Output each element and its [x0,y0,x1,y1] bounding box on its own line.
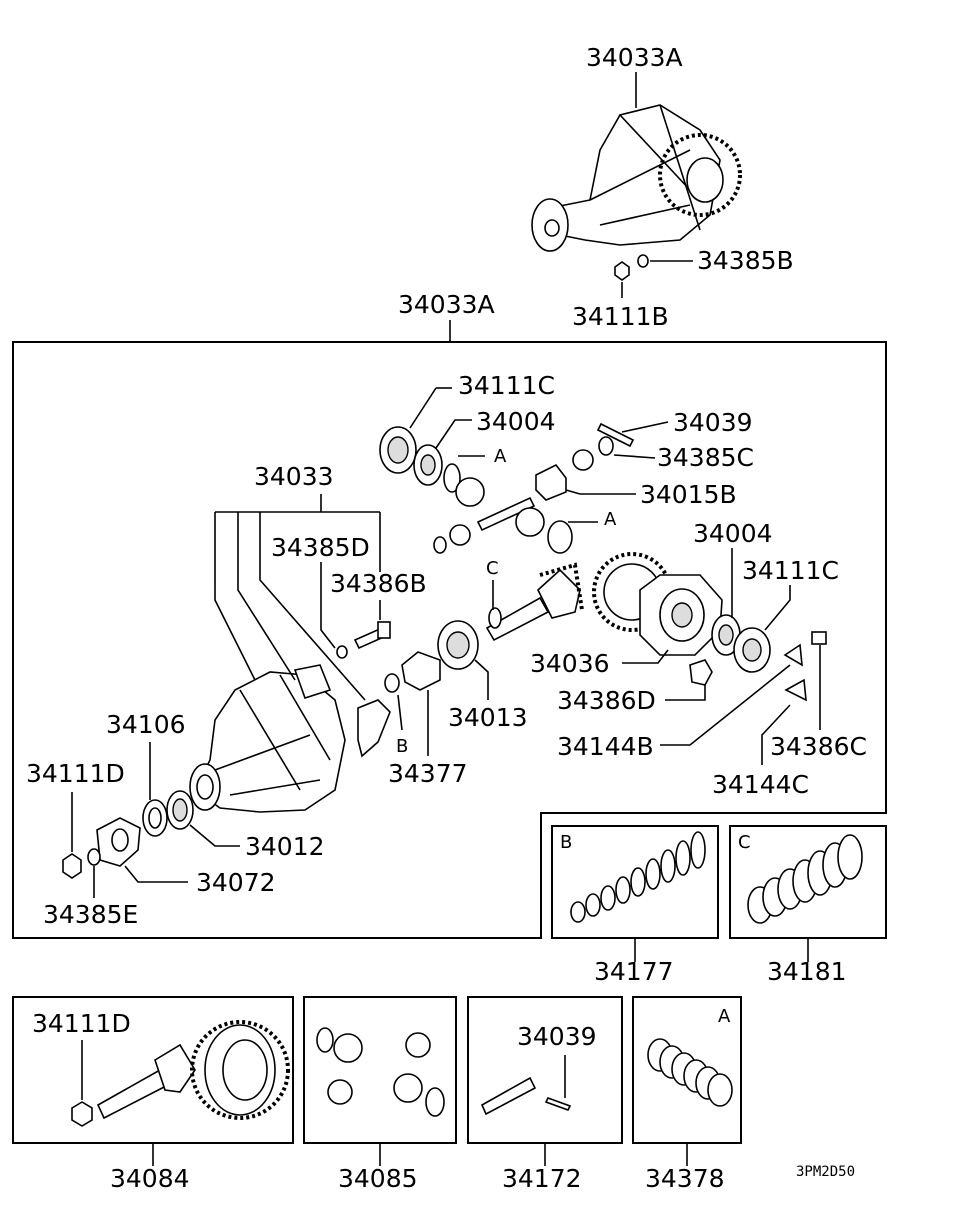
pinion-gear-upper-shape [572,449,594,471]
callout-a2: A [604,509,617,530]
label-washer-d: 34385D [271,533,370,562]
label-pin: 34039 [673,408,753,437]
label-gearset-nut: 34111D [32,1009,131,1038]
leader-washer-c [613,454,656,459]
label-block: 34015B [640,480,737,509]
leader-block [565,489,636,495]
label-bearing-012: 34012 [245,832,325,861]
diff-case-drawing [639,574,723,656]
shaft-kit-box [467,996,623,1144]
pinion-shaft-shape [476,496,536,532]
callout-box-a: A [718,1006,731,1027]
gearset-nut-shape [71,1101,93,1127]
label-seal: 34106 [106,710,186,739]
shaft-kit-shaft-shape [480,1076,537,1116]
nut-d-shape [62,853,82,879]
spacer-shape [401,651,441,691]
leader-carrier [214,494,380,701]
label-main-assembly: 34033A [398,290,495,319]
leader-race-left [435,419,472,449]
washer-d-shape [336,645,348,659]
top-assembly-drawing [531,104,742,252]
thrust-washer-shape [433,536,447,554]
pinion-gear-shape [449,524,471,546]
top-nut-shape [614,261,630,281]
label-bearing-013: 34013 [448,703,528,732]
drive-pinion-drawing [485,562,584,642]
leader-bolt-d [665,685,706,701]
leader-bearing-c-left [409,387,437,429]
label-spacer: 34377 [388,759,468,788]
bolt-b-head [377,621,391,639]
label-top-assembly: 34033A [586,43,683,72]
leader-case [622,649,669,664]
leader-bearing-013 [474,659,489,700]
leader-bearing-012 [189,824,240,847]
label-carrier: 34033 [254,462,334,491]
lock-c-shape [784,678,807,702]
label-lock-c: 34144C [712,770,809,799]
label-top-washer: 34385B [697,246,794,275]
label-shims-b: 34177 [594,957,674,986]
leader-bearing-c-right [764,585,791,631]
shims-c-drawing [747,834,863,924]
label-gearset: 34084 [110,1164,190,1193]
callout-box-b: B [560,832,572,853]
leader-pin [621,421,669,433]
side-gear-left-shape [455,477,485,507]
label-bolt-d: 34386D [557,686,656,715]
side-gear-mid-shape [515,507,545,537]
leader-ring-b [397,694,403,731]
leader-lock-b [660,664,791,746]
callout-box-c: C [738,832,751,853]
shims-b-drawing [570,831,706,923]
washer-kit-drawing [647,1038,733,1107]
label-lock-b: 34144B [557,732,654,761]
label-shaft-kit-pin: 34039 [517,1022,597,1051]
label-washer-e: 34385E [43,900,138,929]
label-flange: 34072 [196,868,276,897]
label-race-left: 34004 [476,407,556,436]
pinion-kit-drawing [316,1027,445,1117]
label-pinion-kit: 34085 [338,1164,418,1193]
label-bearing-c-right: 34111C [742,556,839,585]
bolt-c-shape [811,631,827,645]
label-bolt-c: 34386C [770,732,867,761]
washer-a1-shape [443,463,461,493]
label-shaft-kit: 34172 [502,1164,582,1193]
carrier-housing-drawing [189,664,346,813]
label-race-right: 34004 [693,519,773,548]
block-shape [535,463,567,501]
pinion-kit-box [303,996,457,1144]
label-washer-c: 34385C [657,443,754,472]
pin-shape [596,422,635,448]
callout-c1: C [486,558,499,579]
label-case: 34036 [530,649,610,678]
lock-b-shape [783,643,803,667]
shaft-kit-pin-shape [544,1097,572,1111]
drawing-code: 3PM2D50 [796,1164,855,1180]
washer-c-shape [598,436,614,456]
label-nut-d: 34111D [26,759,125,788]
bracket-shape [357,699,391,758]
bolt-d-shape [689,659,713,686]
leader-lock-c [761,704,791,765]
label-bolt-b: 34386B [330,569,427,598]
washer-e-shape [87,848,101,866]
leader-washer-d [320,562,336,649]
gearset-drawing [96,1020,290,1120]
label-shims-c: 34181 [767,957,847,986]
callout-b1: B [396,736,408,757]
label-washer-kit: 34378 [645,1164,725,1193]
washer-a2-shape [547,520,573,554]
top-washer-shape [637,254,649,268]
ring-b-shape [384,673,400,693]
main-assembly-frame [12,341,887,939]
label-bearing-c-left: 34111C [458,371,555,400]
callout-a1: A [494,446,507,467]
label-top-nut: 34111B [572,302,669,331]
leader-flange [124,865,188,883]
